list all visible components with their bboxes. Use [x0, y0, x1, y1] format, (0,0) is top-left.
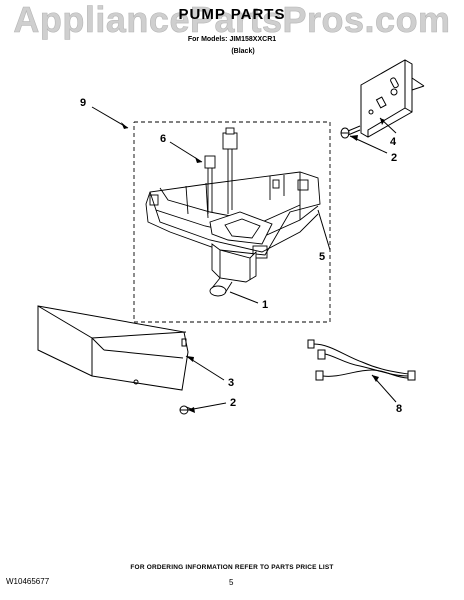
- wire-harness-part-8: [307, 339, 416, 381]
- base-cover-part-3: [37, 305, 189, 391]
- leader-9: [91, 106, 129, 129]
- pump-tray-assembly: [145, 127, 321, 297]
- document-number: W10465677: [6, 577, 50, 586]
- page-title: PUMP PARTS: [178, 6, 286, 23]
- variant-label: (Black): [231, 48, 255, 55]
- callout-1: 1: [262, 299, 269, 311]
- callout-2-upper: 2: [391, 152, 398, 164]
- callout-9: 9: [80, 97, 87, 109]
- page-number: 5: [229, 578, 234, 587]
- arrowhead-2b: [188, 407, 195, 413]
- screw-upper: [340, 125, 361, 139]
- assembly-dashed-box: [133, 121, 331, 323]
- arrowhead-4: [380, 118, 385, 125]
- ordering-note: FOR ORDERING INFORMATION REFER TO PARTS …: [130, 564, 334, 571]
- callout-5: 5: [319, 251, 326, 263]
- callout-2-lower: 2: [230, 397, 237, 409]
- arrowhead-2a: [350, 135, 358, 141]
- callout-3: 3: [228, 377, 235, 389]
- callout-6: 6: [160, 133, 167, 145]
- bracket-part-4: [360, 59, 425, 138]
- models-line: For Models: JIM158XXCR1: [187, 36, 277, 43]
- callout-4: 4: [390, 136, 397, 148]
- arrowhead-8: [372, 375, 379, 382]
- callout-8: 8: [396, 403, 403, 415]
- leader-5: [317, 209, 331, 251]
- leader-1: [229, 291, 259, 304]
- leader-2b: [187, 402, 227, 411]
- arrowhead-6: [195, 157, 202, 163]
- watermark: AppliancePartsPros.com: [13, 0, 451, 40]
- arrowhead-9: [121, 122, 128, 129]
- arrowhead-3: [186, 356, 194, 362]
